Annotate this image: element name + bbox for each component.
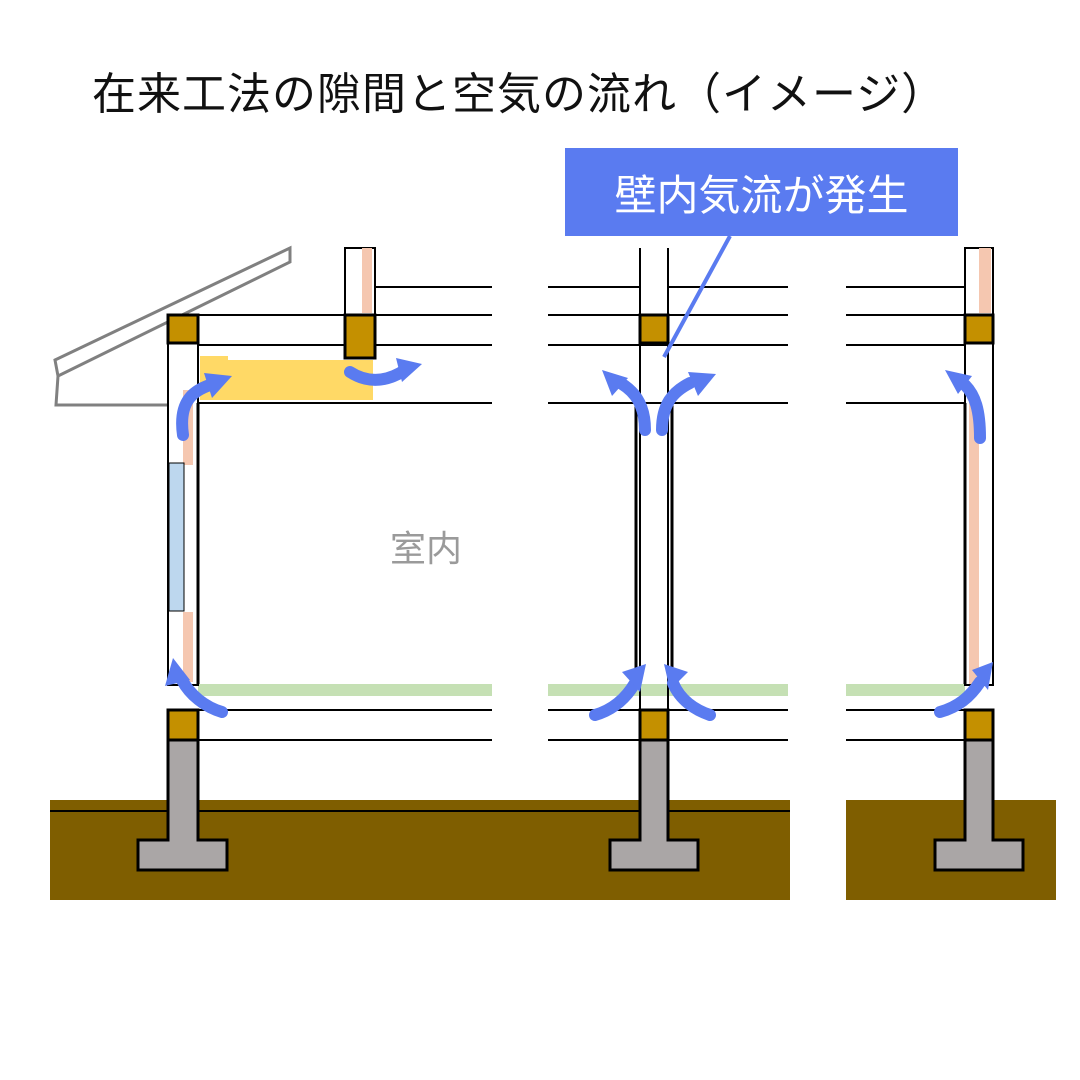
framing-lines bbox=[198, 286, 965, 741]
ceiling-insulation-end bbox=[200, 356, 228, 366]
roof bbox=[53, 245, 292, 407]
floor-covering-left bbox=[198, 684, 492, 696]
airflow-arrow-icon bbox=[176, 364, 986, 721]
foundations bbox=[136, 738, 1025, 872]
page-title: 在来工法の隙間と空気の流れ（イメージ） bbox=[92, 69, 947, 120]
callout-pointer bbox=[662, 235, 732, 358]
callout-label: 壁内気流が発生 bbox=[565, 148, 958, 236]
room-label: 室内 bbox=[390, 529, 463, 570]
window bbox=[168, 462, 185, 612]
ceiling-insulation bbox=[200, 360, 373, 400]
floor-covering-right bbox=[846, 684, 965, 696]
airflow-arrowheads bbox=[165, 358, 993, 692]
timber-blocks bbox=[166, 313, 995, 742]
upper-wall-stub bbox=[344, 247, 376, 316]
